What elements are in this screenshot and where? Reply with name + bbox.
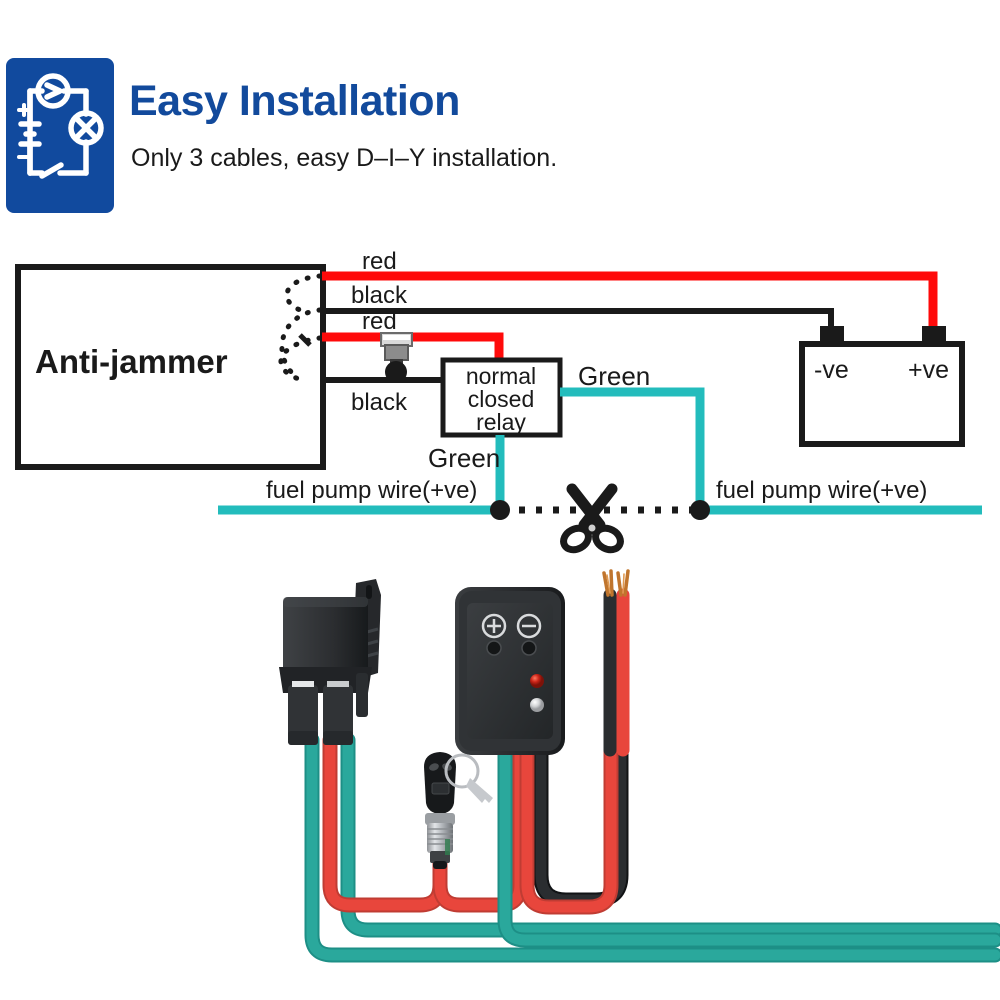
wiring-diagram: Anti-jammer red black red black	[0, 240, 1000, 560]
fuel-pump-left-label: fuel pump wire(+ve)	[266, 477, 477, 504]
led-white-indicator	[530, 698, 544, 712]
plus-button-label	[481, 613, 507, 639]
black-wire-to-battery-negative	[322, 308, 834, 330]
anti-jammer-label: Anti-jammer	[35, 343, 228, 380]
red-black-twin-cable	[602, 569, 630, 757]
key-switch-with-keys[interactable]	[424, 752, 493, 869]
minus-learn-hole[interactable]	[521, 640, 537, 656]
page-subtitle: Only 3 cables, easy D–I–Y installation.	[131, 144, 558, 172]
battery-negative-terminal	[820, 326, 844, 346]
scissors-cut-icon	[560, 483, 624, 554]
green-right-label: Green	[578, 361, 650, 391]
battery-negative-label: -ve	[814, 356, 849, 384]
battery-positive-label: +ve	[908, 356, 949, 384]
red-wire-to-battery-positive	[322, 271, 938, 330]
led-red-indicator	[530, 674, 544, 688]
red-top-label: red	[362, 248, 397, 275]
black-mid-label: black	[351, 389, 408, 416]
fuel-pump-right-label: fuel pump wire(+ve)	[716, 477, 927, 504]
relay-label-line-1: normal	[466, 363, 536, 389]
minus-button-label	[516, 613, 542, 639]
junction-dot-left	[490, 500, 510, 520]
black-top-label: black	[351, 282, 408, 309]
header-banner: Easy Installation Only 3 cables, easy D–…	[0, 58, 1000, 228]
routing-tick	[298, 333, 312, 347]
green-left-label: Green	[428, 443, 500, 473]
relay-label-line-2: closed	[468, 386, 534, 412]
anti-jammer-box	[15, 264, 326, 470]
red-mid-label: red	[362, 308, 397, 335]
anti-jammer-control-box[interactable]	[455, 587, 565, 755]
junction-dot-right	[690, 500, 710, 520]
circuit-diagram-icon	[6, 58, 114, 213]
plus-learn-hole[interactable]	[486, 640, 502, 656]
product-photo	[0, 555, 1000, 1000]
page-title: Easy Installation	[129, 77, 460, 125]
battery-positive-terminal	[922, 326, 946, 346]
relay-module	[279, 579, 381, 745]
wire-harness	[304, 732, 1000, 963]
relay-label-line-3: relay	[476, 409, 526, 435]
battery-box	[799, 341, 965, 447]
green-wire-right	[560, 387, 705, 510]
fuse-connector	[380, 332, 413, 383]
